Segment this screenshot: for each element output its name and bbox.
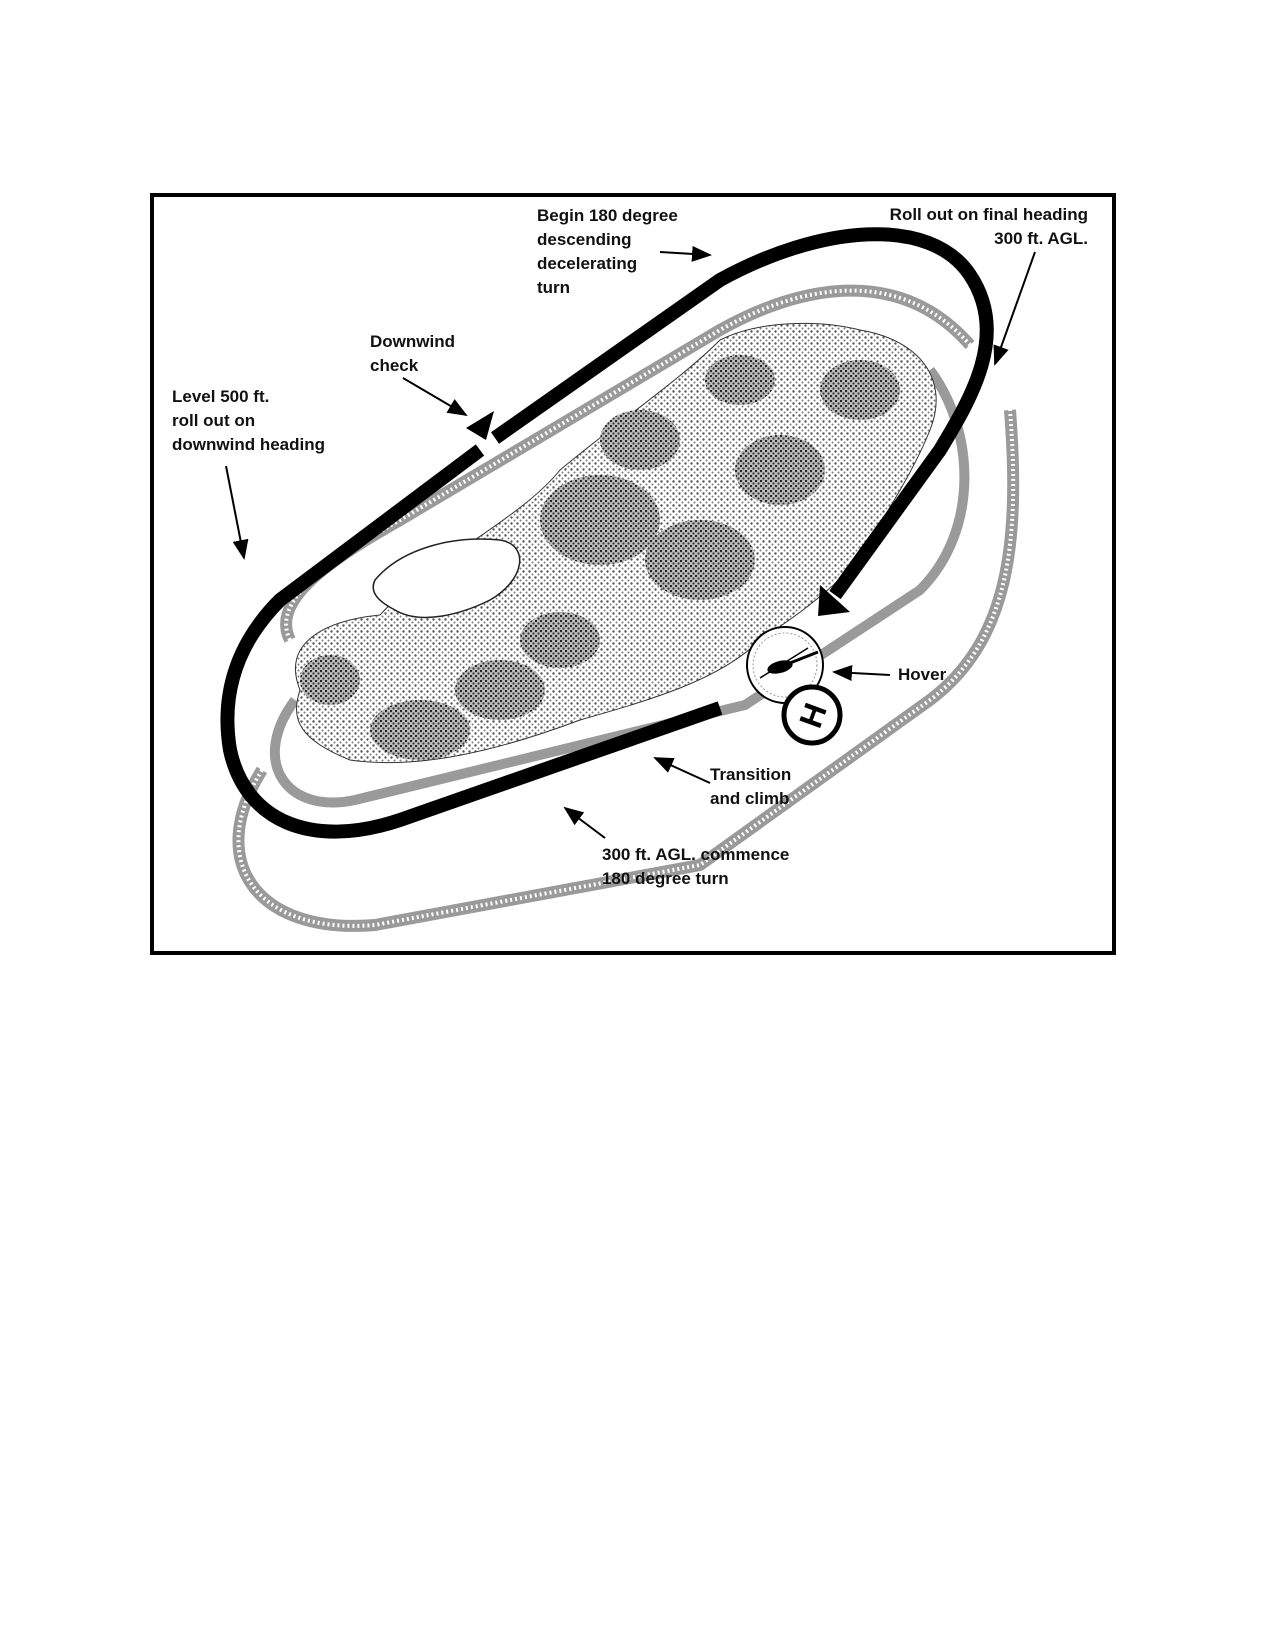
hover-circle: [746, 626, 824, 704]
helipad-marker: H: [781, 684, 843, 746]
hover-arrow: [832, 664, 891, 681]
label-arrows: [225, 245, 1036, 839]
terrain-foliage: [294, 322, 937, 764]
label-begin-turn: Begin 180 degree descending decelerating…: [537, 206, 678, 297]
ground-track: [232, 284, 1020, 932]
begin-turn-arrow: [659, 245, 712, 262]
downwind-check-arrow: [402, 377, 468, 417]
inner-track: [270, 367, 970, 808]
roll-out-arrow: [993, 251, 1036, 366]
label-transition-climb: Transition and climb: [710, 765, 792, 808]
level-500-arrow: [225, 465, 249, 560]
downwind-check-arrowhead: [466, 411, 494, 440]
helicopter-icon: [759, 647, 819, 679]
label-downwind-check: Downwind check: [370, 332, 455, 375]
transition-arrow: [653, 757, 711, 784]
label-hover: Hover: [898, 665, 947, 684]
final-arrowhead: [818, 585, 850, 616]
label-commence-turn: 300 ft. AGL. commence 180 degree turn: [602, 845, 790, 888]
traffic-pattern-path: [220, 227, 994, 839]
label-level-500: Level 500 ft. roll out on downwind headi…: [172, 387, 325, 454]
label-roll-out-final: Roll out on final heading 300 ft. AGL.: [889, 205, 1088, 248]
commence-turn-arrow: [563, 806, 606, 839]
